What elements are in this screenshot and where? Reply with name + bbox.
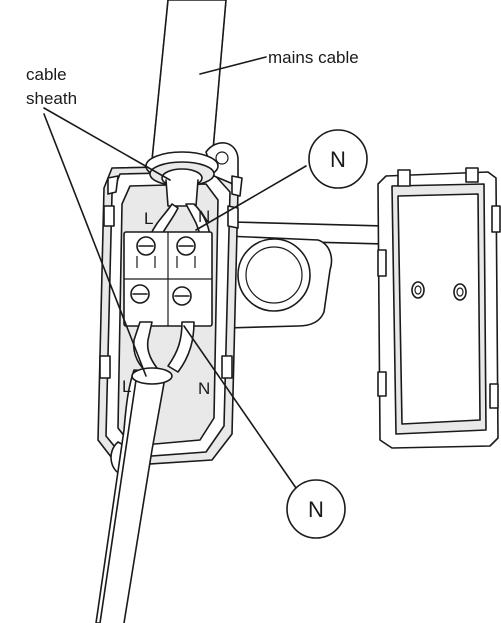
top-wires [149, 203, 211, 239]
cable-sheath-label-line1: cable [26, 65, 67, 84]
bottom-cable [95, 367, 173, 623]
neutral-marker-bottom: N [286, 479, 346, 539]
terminal-top-left-label: L [144, 209, 153, 228]
svg-text:N: N [308, 497, 324, 522]
terminal-screw-block [123, 231, 213, 327]
mains-cable [151, 0, 227, 163]
terminal-top-right-label: N [198, 207, 210, 226]
leader-lines [43, 56, 307, 489]
svg-text:N: N [330, 147, 346, 172]
screw-icon [130, 236, 196, 306]
mains-cable-label: mains cable [268, 48, 359, 67]
cable-grommet [145, 151, 219, 207]
mounting-lug [225, 235, 333, 329]
terminal-bottom-left-label: L [122, 377, 131, 396]
neutral-marker-top: N [308, 129, 368, 189]
terminal-bottom-right-label: N [198, 379, 210, 398]
plug-pin-icon [411, 281, 467, 301]
mounting-hole [237, 238, 311, 312]
plug-connector [377, 167, 501, 449]
cable-sheath-label-line2: sheath [26, 89, 77, 108]
